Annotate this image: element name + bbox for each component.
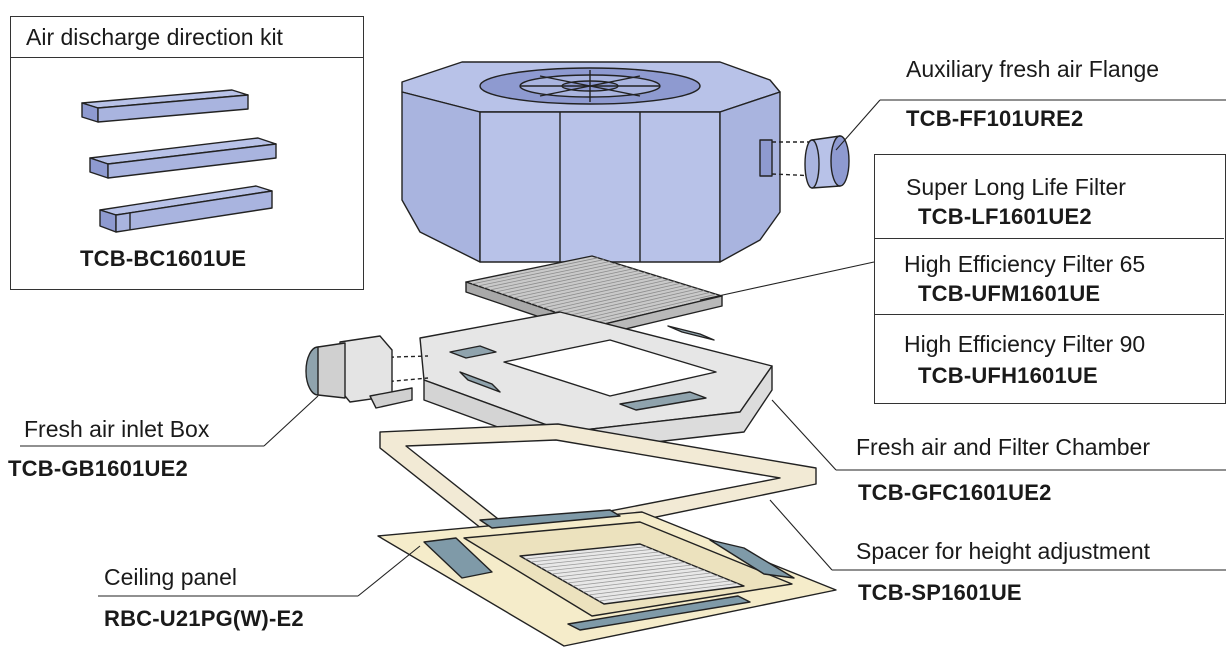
filter-divider-1 bbox=[874, 154, 1224, 239]
hef65-name: High Efficiency Filter 65 bbox=[904, 251, 1146, 277]
filter-options-box bbox=[874, 154, 1226, 404]
fresh-air-inlet-box bbox=[305, 335, 429, 409]
auxiliary-flange bbox=[771, 135, 850, 189]
super-filter-code: TCB-LF1601UE2 bbox=[918, 204, 1092, 229]
indoor-unit bbox=[401, 61, 781, 263]
panel-name: Ceiling panel bbox=[104, 564, 237, 590]
flange-code: TCB-FF101URE2 bbox=[906, 106, 1084, 131]
air-discharge-kit-title: Air discharge direction kit bbox=[26, 24, 283, 50]
hef90-code: TCB-UFH1601UE bbox=[918, 363, 1098, 388]
chamber-code: TCB-GFC1601UE2 bbox=[858, 480, 1052, 505]
panel-code: RBC-U21PG(W)-E2 bbox=[104, 606, 304, 631]
air-discharge-kit-title-box bbox=[10, 16, 364, 58]
hef65-code: TCB-UFM1601UE bbox=[918, 281, 1101, 306]
filter-divider-2 bbox=[874, 238, 1224, 315]
ceiling-panel bbox=[377, 509, 837, 647]
air-discharge-kit-bars bbox=[81, 89, 277, 233]
spacer-name: Spacer for height adjustment bbox=[856, 538, 1151, 564]
super-filter-name: Super Long Life Filter bbox=[906, 174, 1126, 200]
spacer-code: TCB-SP1601UE bbox=[858, 580, 1022, 605]
chamber-name: Fresh air and Filter Chamber bbox=[856, 434, 1150, 460]
inlet-box-name: Fresh air inlet Box bbox=[24, 416, 210, 442]
hef90-name: High Efficiency Filter 90 bbox=[904, 331, 1146, 357]
air-discharge-kit-code: TCB-BC1601UE bbox=[80, 246, 247, 271]
leader-lines bbox=[20, 99, 1226, 597]
inlet-box-code: TCB-GB1601UE2 bbox=[8, 456, 188, 481]
flange-name: Auxiliary fresh air Flange bbox=[906, 56, 1160, 82]
